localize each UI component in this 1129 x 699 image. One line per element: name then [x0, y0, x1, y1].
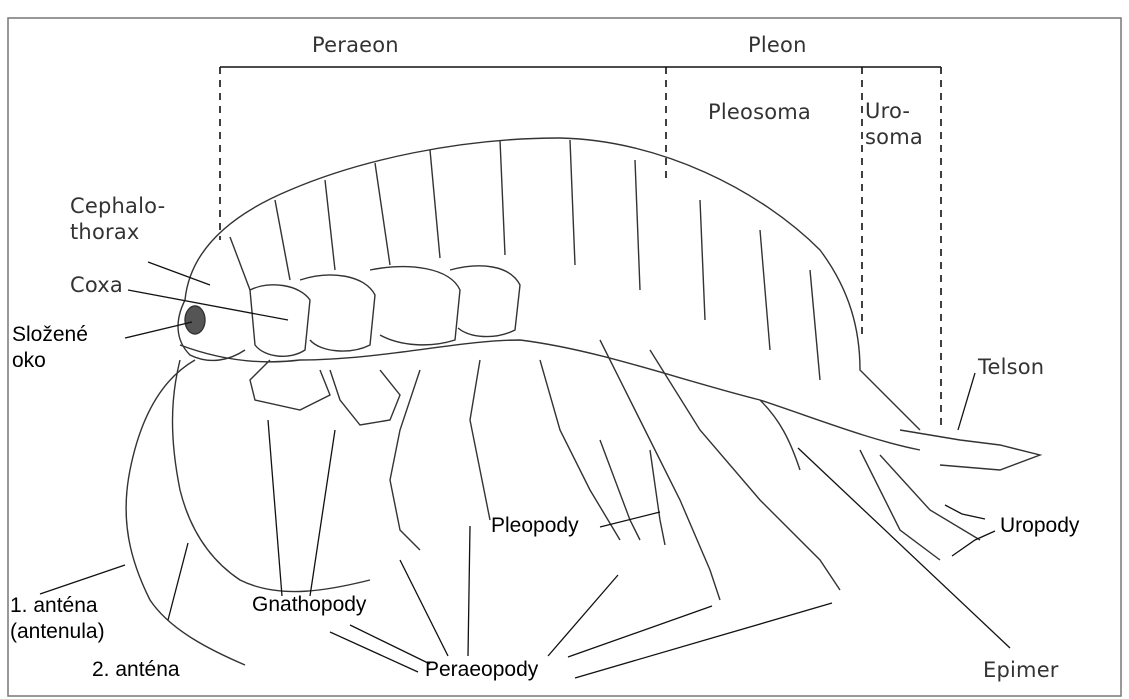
label-pleosoma: Pleosoma	[708, 100, 811, 124]
leader-epimer	[798, 448, 1010, 648]
label-uropody: Uropody	[1000, 514, 1079, 538]
compound-eye-drawing	[185, 306, 205, 334]
amphipod-body	[126, 138, 1040, 665]
leader-peraeopod-5	[548, 575, 618, 656]
label-peraeon: Peraeon	[312, 33, 399, 57]
leader-peraeopod-3	[400, 560, 448, 656]
leader-uropody-b	[952, 531, 995, 556]
leader-compound-eye	[125, 322, 192, 338]
leader-telson	[958, 373, 975, 430]
label-peraeopody: Peraeopody	[425, 658, 538, 682]
label-pleopody: Pleopody	[491, 514, 579, 538]
segment-brackets	[220, 67, 941, 425]
label-epimer: Epimer	[983, 658, 1059, 682]
leader-cephalothorax	[148, 262, 210, 285]
leader-coxa	[128, 290, 288, 320]
leader-gnathopod-a	[268, 420, 282, 596]
label-coxa: Coxa	[70, 273, 123, 297]
label-urosoma: Uro- soma	[865, 98, 940, 150]
label-pleon: Pleon	[748, 33, 807, 57]
label-telson: Telson	[978, 355, 1044, 379]
leader-antena1	[40, 565, 125, 594]
leader-pleopody	[600, 512, 660, 527]
label-gnathopody: Gnathopody	[252, 593, 366, 617]
leader-antena2	[168, 543, 188, 620]
leader-peraeopod-4	[468, 526, 470, 656]
leader-uropody-a	[945, 505, 985, 519]
leader-peraeopod-2	[350, 625, 430, 664]
label-cephalothorax: Cephalo- thorax	[70, 193, 190, 245]
leader-gnathopod-b	[310, 430, 335, 596]
label-slozene-oko: Složené oko	[12, 322, 132, 374]
label-antena1: 1. anténa (antenula)	[10, 593, 150, 645]
label-antena2: 2. anténa	[92, 658, 180, 682]
leader-peraeopod-6	[568, 606, 712, 657]
